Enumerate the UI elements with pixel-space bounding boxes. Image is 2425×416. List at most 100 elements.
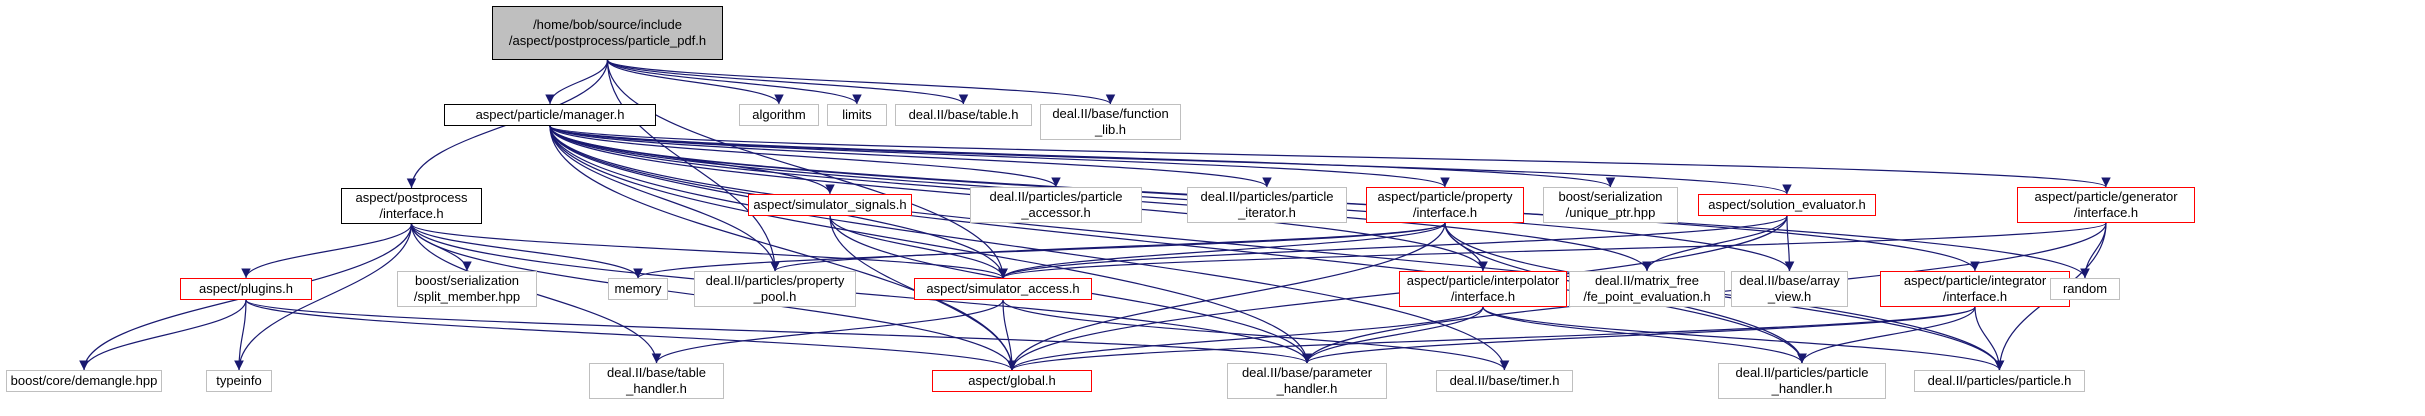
node-deal-ii-particles-particle-handler-h[interactable]: deal.II/particles/particle_handler.h: [1718, 363, 1886, 399]
node-deal-ii-particles-property-pool-h[interactable]: deal.II/particles/property_pool.h: [694, 271, 856, 307]
node-label: _handler.h: [626, 381, 687, 396]
edge-aspect-solution-evaluator-h-to-deal-ii-matrix-free-fe-point-evaluation-h: [1642, 215, 1788, 272]
edge-aspect-particle-manager-h-to-aspect-solution-evaluator-h: [549, 125, 1792, 195]
node-label: deal.II/particles/particle.h: [1927, 373, 2072, 388]
node-aspect-simulator-access-h[interactable]: aspect/simulator_access.h: [914, 278, 1092, 300]
edge-aspect-particle-manager-h-to-deal-ii-base-parameter-handler-h: [549, 125, 1312, 364]
edge-aspect-particle-property-interface-h-to-deal-ii-particles-property-pool-h: [770, 222, 1446, 272]
edge-aspect-plugins-h-to-boost-core-demangle-hpp: [79, 299, 247, 371]
node-deal-ii-base-parameter-handler-h[interactable]: deal.II/base/parameter_handler.h: [1227, 363, 1387, 399]
node-label: boost/core/demangle.hpp: [10, 373, 158, 388]
node-aspect-simulator-signals-h[interactable]: aspect/simulator_signals.h: [748, 194, 912, 216]
node-aspect-particle-property-interface-h[interactable]: aspect/particle/property/interface.h: [1366, 187, 1524, 223]
node-label: deal.II/base/parameter: [1241, 365, 1373, 380]
node-label: /interface.h: [1450, 289, 1516, 304]
edge-aspect-particle-manager-h-to-deal-ii-particles-property-pool-h: [549, 125, 780, 272]
node-deal-ii-base-array-view-h[interactable]: deal.II/base/array_view.h: [1731, 271, 1848, 307]
edge-aspect-postprocess-interface-h-to-typeinfo: [234, 223, 413, 371]
edge-aspect-particle-integrator-interface-h-to-deal-ii-particles-particle-h: [1974, 306, 2005, 371]
node-label: deal.II/base/function: [1052, 106, 1169, 121]
edge-aspect-plugins-h-to-deal-ii-base-parameter-handler-h: [245, 299, 1312, 364]
edge-aspect-particle-interpolator-interface-h-to-deal-ii-particles-particle-h: [1482, 306, 2005, 371]
node-label: /aspect/postprocess/particle_pdf.h: [508, 33, 707, 48]
edge-home-bob-source-include-aspect-postprocess-particle-pdf-h-to-aspect-simulator-access-h: [606, 59, 1008, 279]
node-label: boost/serialization: [414, 273, 520, 288]
edge-aspect-plugins-h-to-aspect-global-h: [245, 299, 1017, 371]
node-label: deal.II/particles/particle: [1735, 365, 1869, 380]
edge-aspect-particle-manager-h-to-deal-ii-particles-particle-h: [549, 125, 2005, 371]
node-limits[interactable]: limits: [827, 104, 887, 126]
node-label: aspect/particle/manager.h: [475, 107, 625, 122]
node-deal-ii-base-table-h[interactable]: deal.II/base/table.h: [895, 104, 1032, 126]
edge-aspect-simulator-access-h-to-deal-ii-base-table-handler-h: [651, 299, 1004, 364]
node-label: /interface.h: [1942, 289, 2008, 304]
node-label: deal.II/base/array: [1739, 273, 1840, 288]
edge-aspect-particle-interpolator-interface-h-to-aspect-global-h: [1007, 306, 1484, 371]
node-label: deal.II/base/timer.h: [1449, 373, 1560, 388]
node-typeinfo[interactable]: typeinfo: [206, 370, 272, 392]
node-deal-ii-base-timer-h[interactable]: deal.II/base/timer.h: [1436, 370, 1573, 392]
node-label: deal.II/base/table.h: [908, 107, 1019, 122]
edge-aspect-simulator-signals-h-to-aspect-simulator-access-h: [829, 215, 1008, 279]
dependency-edges: [79, 59, 2111, 371]
node-aspect-solution-evaluator-h[interactable]: aspect/solution_evaluator.h: [1698, 194, 1876, 216]
edge-aspect-particle-generator-interface-h-to-random: [2080, 222, 2107, 279]
node-label: _view.h: [1767, 289, 1812, 304]
node-label: _iterator.h: [1238, 205, 1296, 220]
edge-aspect-postprocess-interface-h-to-aspect-simulator-access-h: [410, 223, 1008, 279]
node-aspect-particle-integrator-interface-h[interactable]: aspect/particle/integrator/interface.h: [1880, 271, 2070, 307]
node-label: deal.II/base/table: [606, 365, 707, 380]
node-deal-ii-base-function-lib-h[interactable]: deal.II/base/function_lib.h: [1040, 104, 1181, 140]
node-boost-serialization-split-member-hpp[interactable]: boost/serialization/split_member.hpp: [397, 271, 537, 307]
node-label: _accessor.h: [1021, 205, 1091, 220]
edge-aspect-plugins-h-to-typeinfo: [234, 299, 247, 371]
node-aspect-particle-interpolator-interface-h[interactable]: aspect/particle/interpolator/interface.h: [1399, 271, 1567, 307]
node-aspect-postprocess-interface-h[interactable]: aspect/postprocess/interface.h: [341, 188, 482, 224]
node-label: algorithm: [752, 107, 806, 122]
edge-aspect-postprocess-interface-h-to-memory: [410, 223, 643, 279]
edge-home-bob-source-include-aspect-postprocess-particle-pdf-h-to-deal-ii-base-table-h: [606, 59, 969, 105]
node-label: /split_member.hpp: [413, 289, 521, 304]
node-label: deal.II/particles/particle: [989, 189, 1123, 204]
edge-aspect-particle-property-interface-h-to-aspect-simulator-access-h: [998, 222, 1446, 279]
node-label: aspect/solution_evaluator.h: [1708, 197, 1866, 212]
edge-aspect-postprocess-interface-h-to-aspect-plugins-h: [241, 223, 413, 279]
edge-aspect-particle-manager-h-to-aspect-particle-property-interface-h: [549, 125, 1450, 188]
node-memory[interactable]: memory: [608, 278, 668, 300]
edge-aspect-simulator-access-h-to-deal-ii-base-timer-h: [1002, 299, 1510, 371]
node-label: deal.II/matrix_free: [1594, 273, 1700, 288]
node-label: aspect/global.h: [968, 373, 1056, 388]
node-label: aspect/particle/generator: [2034, 189, 2178, 204]
node-label: _lib.h: [1094, 122, 1127, 137]
node-algorithm[interactable]: algorithm: [739, 104, 819, 126]
node-aspect-particle-manager-h[interactable]: aspect/particle/manager.h: [444, 104, 656, 126]
node-deal-ii-base-table-handler-h[interactable]: deal.II/base/table_handler.h: [589, 363, 724, 399]
node-deal-ii-matrix-free-fe-point-evaluation-h[interactable]: deal.II/matrix_free/fe_point_evaluation.…: [1569, 271, 1725, 307]
node-random[interactable]: random: [2050, 278, 2120, 300]
edge-aspect-particle-interpolator-interface-h-to-deal-ii-base-parameter-handler-h: [1302, 306, 1484, 364]
node-boost-serialization-unique-ptr-hpp[interactable]: boost/serialization/unique_ptr.hpp: [1543, 187, 1678, 223]
node-label: memory: [614, 281, 662, 296]
node-aspect-plugins-h[interactable]: aspect/plugins.h: [180, 278, 312, 300]
edge-home-bob-source-include-aspect-postprocess-particle-pdf-h-to-algorithm: [606, 59, 784, 105]
node-label: aspect/postprocess: [355, 190, 468, 205]
node-aspect-global-h[interactable]: aspect/global.h: [932, 370, 1092, 392]
edge-aspect-particle-manager-h-to-deal-ii-base-array-view-h: [549, 125, 1795, 272]
node-label: aspect/plugins.h: [199, 281, 293, 296]
node-deal-ii-particles-particle-accessor-h[interactable]: deal.II/particles/particle_accessor.h: [970, 187, 1142, 223]
edge-aspect-particle-manager-h-to-aspect-global-h: [549, 125, 1017, 371]
node-boost-core-demangle-hpp[interactable]: boost/core/demangle.hpp: [6, 370, 162, 392]
edge-aspect-particle-manager-h-to-deal-ii-particles-particle-iterator-h: [549, 125, 1272, 188]
node-label: boost/serialization: [1558, 189, 1663, 204]
node-aspect-particle-generator-interface-h[interactable]: aspect/particle/generator/interface.h: [2017, 187, 2195, 223]
edge-aspect-particle-manager-h-to-deal-ii-base-timer-h: [549, 125, 1510, 371]
node-label: _handler.h: [1276, 381, 1338, 396]
node-home-bob-source-include-aspect-postprocess-particle-pdf-h[interactable]: /home/bob/source/include/aspect/postproc…: [492, 6, 723, 60]
edge-home-bob-source-include-aspect-postprocess-particle-pdf-h-to-deal-ii-base-function-lib-h: [606, 59, 1116, 105]
node-label: aspect/simulator_access.h: [926, 281, 1080, 296]
node-deal-ii-particles-particle-h[interactable]: deal.II/particles/particle.h: [1914, 370, 2085, 392]
edge-home-bob-source-include-aspect-postprocess-particle-pdf-h-to-aspect-particle-manager-h: [545, 59, 609, 105]
node-deal-ii-particles-particle-iterator-h[interactable]: deal.II/particles/particle_iterator.h: [1187, 187, 1347, 223]
node-label: /interface.h: [1412, 205, 1478, 220]
